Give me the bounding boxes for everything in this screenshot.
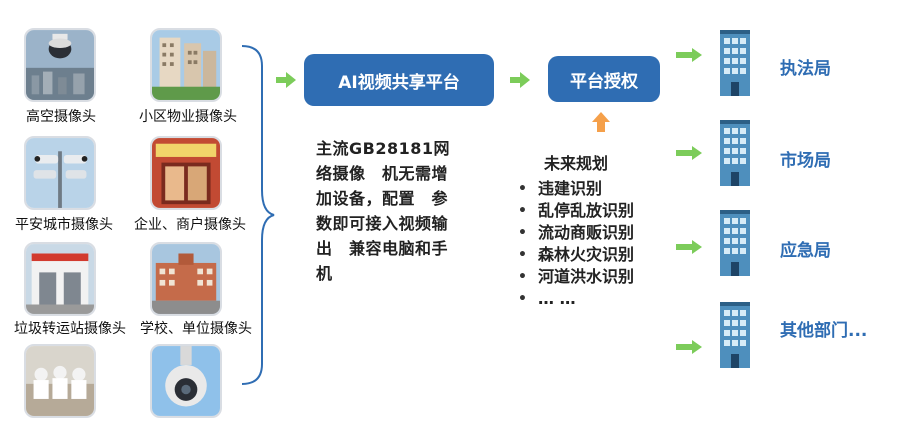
description-line: 数即可接入视频输 [316, 214, 449, 233]
sources-bracket [241, 45, 275, 385]
description-line: 机 [316, 264, 333, 283]
future-plan-list: 违建识别 乱停乱放识别 流动商贩识别 森林火灾识别 河道洪水识别 … … [518, 178, 634, 310]
ai-video-platform-box: AI视频共享平台 [304, 54, 494, 106]
description-line: 络摄像 机无需增 [316, 164, 449, 183]
arrow-right-icon [676, 146, 702, 160]
thumb-enterprise-camera [150, 136, 222, 210]
thumb-residential-camera [150, 28, 222, 102]
department-label: 市场局 [780, 151, 831, 171]
source-label: 垃圾转运站摄像头 [14, 321, 126, 337]
department-label: 应急局 [780, 241, 831, 261]
future-plan-item: 森林火灾识别 [518, 244, 634, 266]
building-icon [720, 30, 750, 96]
arrow-right-icon [510, 72, 530, 88]
arrow-right-icon [676, 340, 702, 354]
arrow-right-icon [676, 48, 702, 62]
arrow-right-icon [276, 72, 296, 88]
auth-title: 平台授权 [570, 71, 638, 92]
department-label: 执法局 [780, 59, 831, 79]
arrow-right-icon [676, 240, 702, 254]
description-line: 出 兼容电脑和手 [316, 239, 449, 258]
source-label: 学校、单位摄像头 [140, 321, 252, 337]
source-label: 平安城市摄像头 [15, 217, 113, 233]
thumb-high-altitude-camera [24, 28, 96, 102]
future-plan-item: 河道洪水识别 [518, 266, 634, 288]
arrow-up-icon [592, 112, 610, 132]
thumb-kitchen-camera [24, 344, 96, 418]
future-plan-item: … … [518, 288, 634, 310]
future-plan-item: 违建识别 [518, 178, 634, 200]
future-plan-item: 流动商贩识别 [518, 222, 634, 244]
thumb-dome-camera [150, 344, 222, 418]
building-icon [720, 302, 750, 368]
source-label: 高空摄像头 [26, 109, 96, 125]
platform-title: AI视频共享平台 [338, 72, 460, 93]
thumb-safe-city-camera [24, 136, 96, 210]
thumb-waste-station-camera [24, 242, 96, 316]
future-plan-title: 未来规划 [544, 154, 609, 173]
future-plan-item: 乱停乱放识别 [518, 200, 634, 222]
description-line: 主流GB28181网 [316, 139, 450, 158]
department-label: 其他部门... [780, 321, 868, 341]
source-label: 小区物业摄像头 [139, 109, 237, 125]
platform-description: 主流GB28181网 络摄像 机无需增 加设备，配置 参 数即可接入视频输 出 … [316, 136, 486, 286]
building-icon [720, 120, 750, 186]
source-label: 企业、商户摄像头 [134, 217, 246, 233]
building-icon [720, 210, 750, 276]
thumb-school-camera [150, 242, 222, 316]
platform-auth-box: 平台授权 [548, 56, 660, 102]
description-line: 加设备，配置 参 [316, 189, 449, 208]
